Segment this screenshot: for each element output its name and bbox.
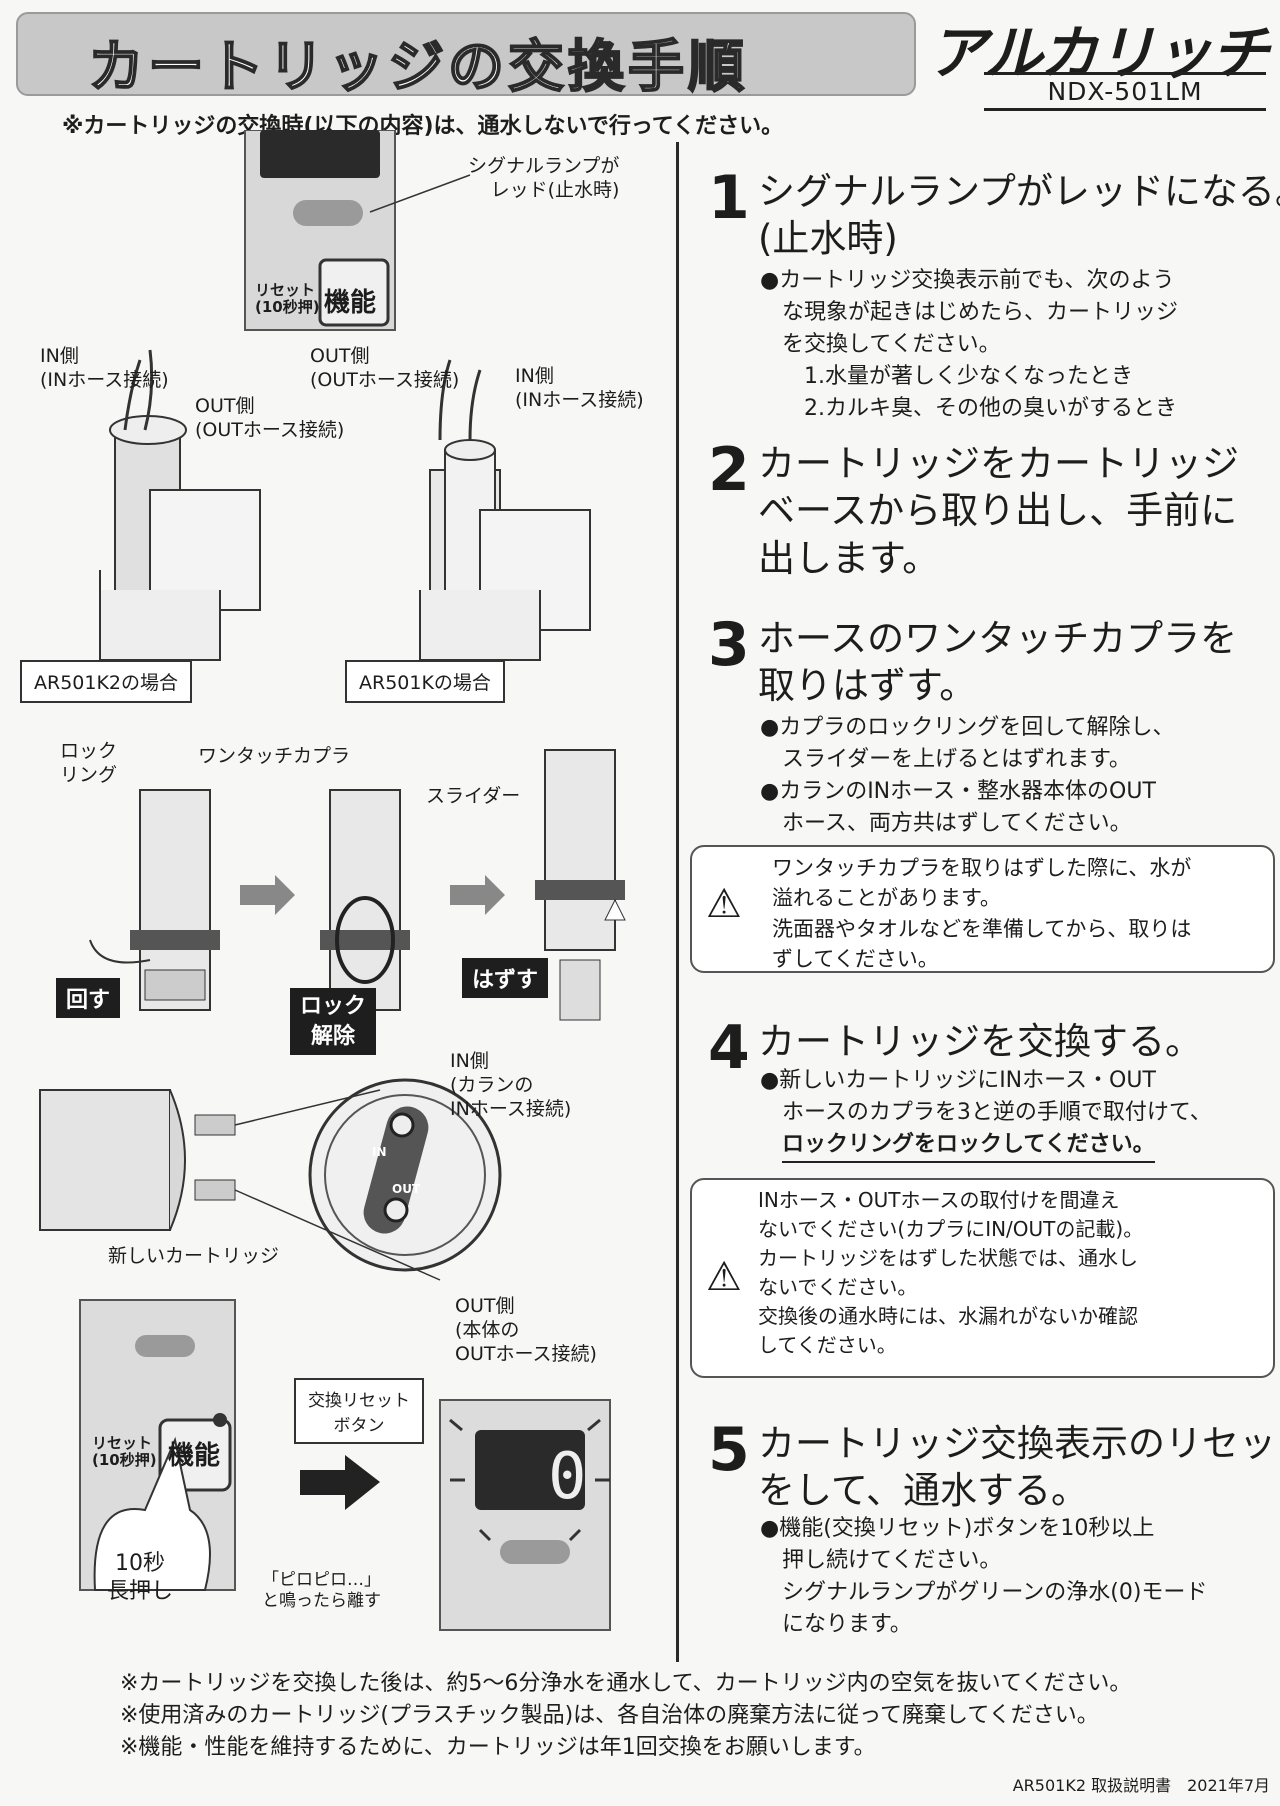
display-panel <box>439 1399 611 1631</box>
warning-text-2: INホース・OUTホースの取付けを間違え ないでください(カプラにIN/OUTの… <box>758 1188 1144 1357</box>
illustrations <box>39 130 626 1631</box>
signal-lamp-label: シグナルランプが レッド(止水時) <box>468 155 620 201</box>
case-ar501k-label: AR501Kの場合 <box>345 660 505 703</box>
column-divider <box>676 142 679 1662</box>
in-side-label-3: IN側 (カランの INホース接続) <box>450 1050 572 1120</box>
step-5-body: ●機能(交換リセット)ボタンを10秒以上 押し続けてください。 シグナルランプが… <box>760 1516 1208 1637</box>
slider-label: スライダー <box>426 785 521 807</box>
step-5-title: カートリッジ交換表示のリセット をして、通水する。 <box>758 1422 1280 1513</box>
footer-note-1: ※カートリッジを交換した後は、約5〜6分浄水を通水して、カートリッジ内の空気を抜… <box>120 1671 1132 1696</box>
coupler-step-2 <box>320 789 410 1011</box>
step-4-number: 4 <box>708 1013 750 1083</box>
control-panel-top <box>244 130 471 331</box>
out-mark: OUT <box>392 1182 421 1196</box>
model-number: NDX-501LM <box>984 72 1266 111</box>
in-side-label-1: IN側 (INホース接続) <box>40 345 169 391</box>
footer-note-3: ※機能・性能を維持するために、カートリッジは年1回交換をお願いします。 <box>120 1735 876 1760</box>
reset-button-callout: 交換リセット ボタン <box>294 1378 424 1444</box>
in-mark: IN <box>372 1145 387 1159</box>
out-side-label-2: OUT側 (OUTホース接続) <box>310 345 460 391</box>
reset-label-bottom: リセット (10秒押) <box>92 1434 157 1469</box>
beep-release-label: 「ピロピロ…」 と鳴ったら離す <box>262 1570 381 1612</box>
step-3-title: ホースのワンタッチカプラを 取りはずす。 <box>758 617 1238 708</box>
step-4-body: ●新しいカートリッジにINホース・OUT ホースのカプラを3と逆の手順で取付けて… <box>760 1068 1212 1125</box>
coupler-step-3 <box>535 749 626 1021</box>
arrow-right-1 <box>240 875 295 915</box>
warning-box-2: ⚠ INホース・OUTホースの取付けを間違え ないでください(カプラにIN/OU… <box>690 1178 1275 1378</box>
warning-icon: ⚠ <box>706 1254 742 1300</box>
step-1-body: ●カートリッジ交換表示前でも、次のよう な現象が起きはじめたら、カートリッジ を… <box>760 268 1179 421</box>
out-side-label-1: OUT側 (OUTホース接続) <box>195 395 345 441</box>
step-4-body-bold: ロックリングをロックしてください。 <box>782 1129 1155 1163</box>
out-side-label-3: OUT側 (本体の OUTホース接続) <box>455 1295 597 1365</box>
title-banner: カートリッジの交換手順 <box>16 12 916 101</box>
hold-10s-label: 10秒 長押し <box>107 1551 174 1604</box>
top-notice: ※カートリッジの交換時(以下の内容)は、通水しないで行ってください。 <box>62 114 784 139</box>
step-3-number: 3 <box>708 610 750 680</box>
remove-label: はずす <box>462 958 549 998</box>
page-title: カートリッジの交換手順 <box>87 34 748 101</box>
step-2-title: カートリッジをカートリッジ ベースから取り出し、手前に 出します。 <box>758 442 1239 580</box>
turn-label: 回す <box>56 978 121 1018</box>
control-panel-bottom <box>79 1299 236 1591</box>
coupler-step-1 <box>89 789 220 1011</box>
step-2-number: 2 <box>708 435 750 505</box>
unit-ar501k <box>419 359 591 661</box>
arrow-black <box>300 1455 380 1510</box>
func-button: 機能 <box>324 288 377 318</box>
signal-lamp-red <box>293 200 363 226</box>
warning-text-1: ワンタッチカプラを取りはずした際に、水が 溢れることがあります。 洗面器やタオル… <box>772 856 1192 972</box>
step-1-number: 1 <box>708 163 750 233</box>
reset-label: リセット (10秒押) <box>255 281 320 316</box>
new-cartridge-illustration <box>39 1089 236 1231</box>
step-3-body: ●カプラのロックリングを回して解除し、 スライダーを上げるとはずれます。 ●カラ… <box>760 715 1175 836</box>
case-ar501k2-label: AR501K2の場合 <box>20 660 193 703</box>
step-5-number: 5 <box>708 1415 750 1485</box>
arrow-right-2 <box>450 875 505 915</box>
warning-box-1: ⚠ ワンタッチカプラを取りはずした際に、水が 溢れることがあります。 洗面器やタ… <box>690 845 1275 973</box>
new-cartridge-label: 新しいカートリッジ <box>108 1245 280 1267</box>
warning-icon: ⚠ <box>706 881 742 927</box>
in-side-label-2: IN側 (INホース接続) <box>515 365 644 411</box>
lock-release-label: ロック 解除 <box>290 988 377 1056</box>
cartridge-top-view <box>234 1078 502 1281</box>
brand-logo: アルカリッチ <box>928 19 1269 87</box>
onetouch-coupler-label: ワンタッチカプラ <box>198 745 351 767</box>
func-button-bottom: 機能 <box>168 1441 221 1471</box>
document-reference: AR501K2 取扱説明書 2021年7月 <box>1012 1776 1270 1795</box>
step-1-title: シグナルランプがレッドになる。 (止水時) <box>758 170 1280 261</box>
lock-ring-label: ロック リング <box>60 740 118 786</box>
footer-note-2: ※使用済みのカートリッジ(プラスチック製品)は、各自治体の廃棄方法に従って廃棄し… <box>120 1703 1099 1728</box>
display-digit: 0 <box>548 1440 587 1514</box>
unit-ar501k2 <box>99 349 261 661</box>
step-4-title: カートリッジを交換する。 <box>758 1020 1202 1063</box>
